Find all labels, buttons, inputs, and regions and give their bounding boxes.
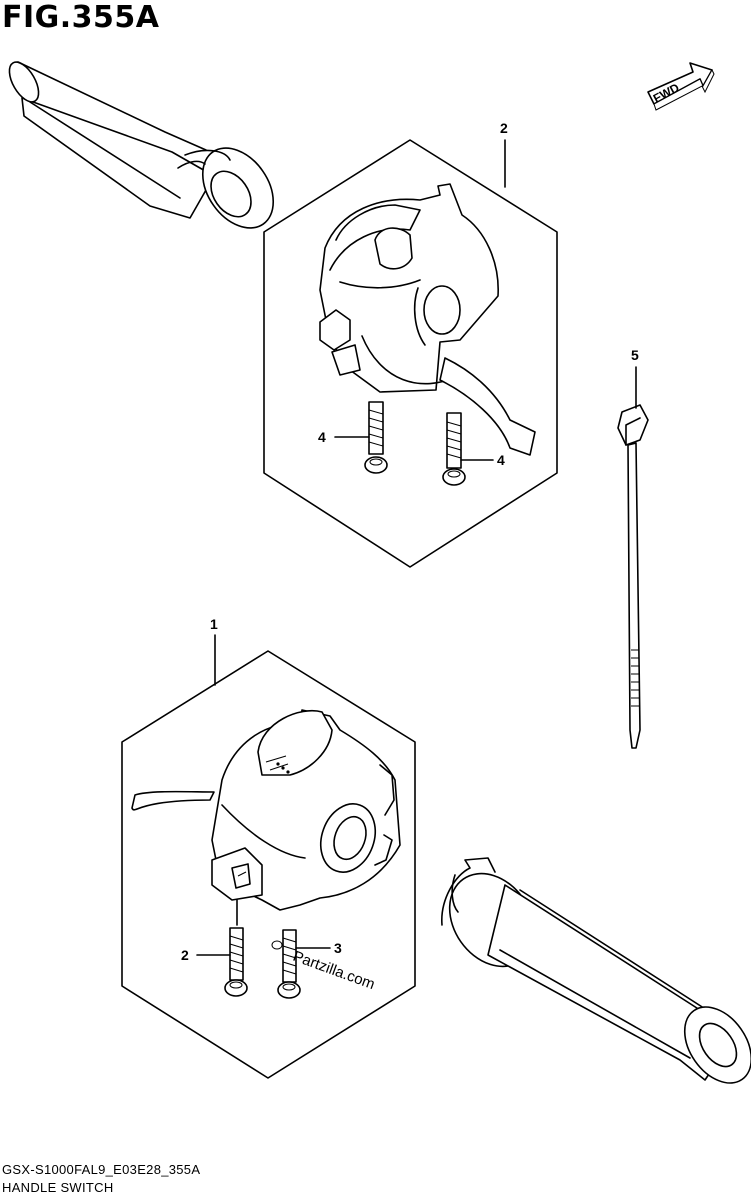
left-screw-a [224, 927, 248, 997]
callout-4b: 4 [497, 452, 505, 468]
right-handle-switch [319, 183, 536, 456]
figure-code: GSX-S1000FAL9_E03E28_355A [2, 1162, 201, 1177]
callout-4a: 4 [318, 429, 326, 445]
cable-tie [617, 404, 649, 749]
figure-name: HANDLE SWITCH [2, 1180, 114, 1195]
callout-5: 5 [631, 347, 639, 363]
left-handle-switch [131, 709, 401, 911]
right-screw-a [364, 401, 388, 474]
left-switch-hex-frame [121, 650, 416, 1079]
right-screw-b [442, 412, 466, 486]
callout-2b: 3 [334, 940, 342, 956]
callout-1: 1 [210, 616, 218, 632]
figure-title: FIG.355A [2, 0, 160, 35]
left-grip [441, 857, 751, 1084]
right-switch-hex-frame [263, 139, 558, 568]
right-grip [8, 61, 275, 229]
fwd-arrow: FWD [647, 62, 715, 111]
left-screw-b [271, 929, 301, 999]
callout-2a: 2 [181, 947, 189, 963]
callout-3: 2 [500, 120, 508, 136]
